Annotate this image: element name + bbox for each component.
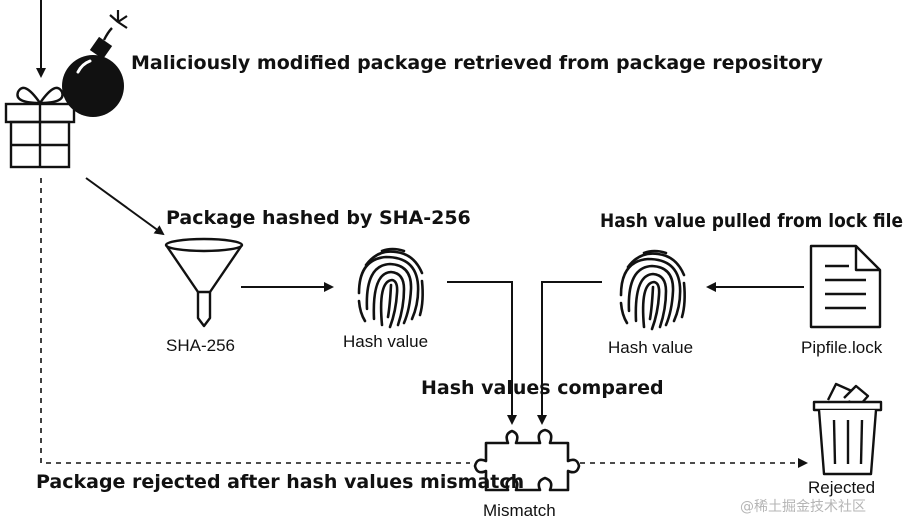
label-hash-right: Hash value (608, 338, 693, 357)
label-sha: SHA-256 (166, 336, 235, 355)
label-hash-left: Hash value (343, 332, 428, 351)
label-mismatch: Mismatch (483, 501, 556, 520)
watermark: @稀土掘金技术社区 (740, 499, 866, 515)
puzzle-piece-icon (473, 428, 581, 492)
trash-can-icon (812, 382, 883, 476)
caption-compared: Hash values compared (421, 377, 664, 399)
fingerprint-icon-left (357, 247, 424, 329)
caption-retrieved: Maliciously modified package retrieved f… (131, 52, 824, 74)
label-rejected: Rejected (808, 478, 875, 497)
document-icon (809, 244, 882, 329)
label-pipfile: Pipfile.lock (801, 338, 883, 357)
arrow-to-hasher (85, 177, 165, 236)
fingerprint-icon-right (619, 249, 686, 331)
caption-pulled: Hash value pulled from lock file (600, 210, 903, 232)
caption-rejected-after: Package rejected after hash values misma… (36, 471, 524, 493)
funnel-icon (164, 237, 244, 328)
caption-hashed: Package hashed by SHA-256 (166, 207, 471, 229)
connector-left-hash (447, 281, 517, 425)
bomb-icon (62, 10, 128, 117)
connector-right-hash (537, 281, 602, 425)
dashed-path-rejected (40, 178, 470, 464)
gift-box-icon (4, 86, 76, 169)
